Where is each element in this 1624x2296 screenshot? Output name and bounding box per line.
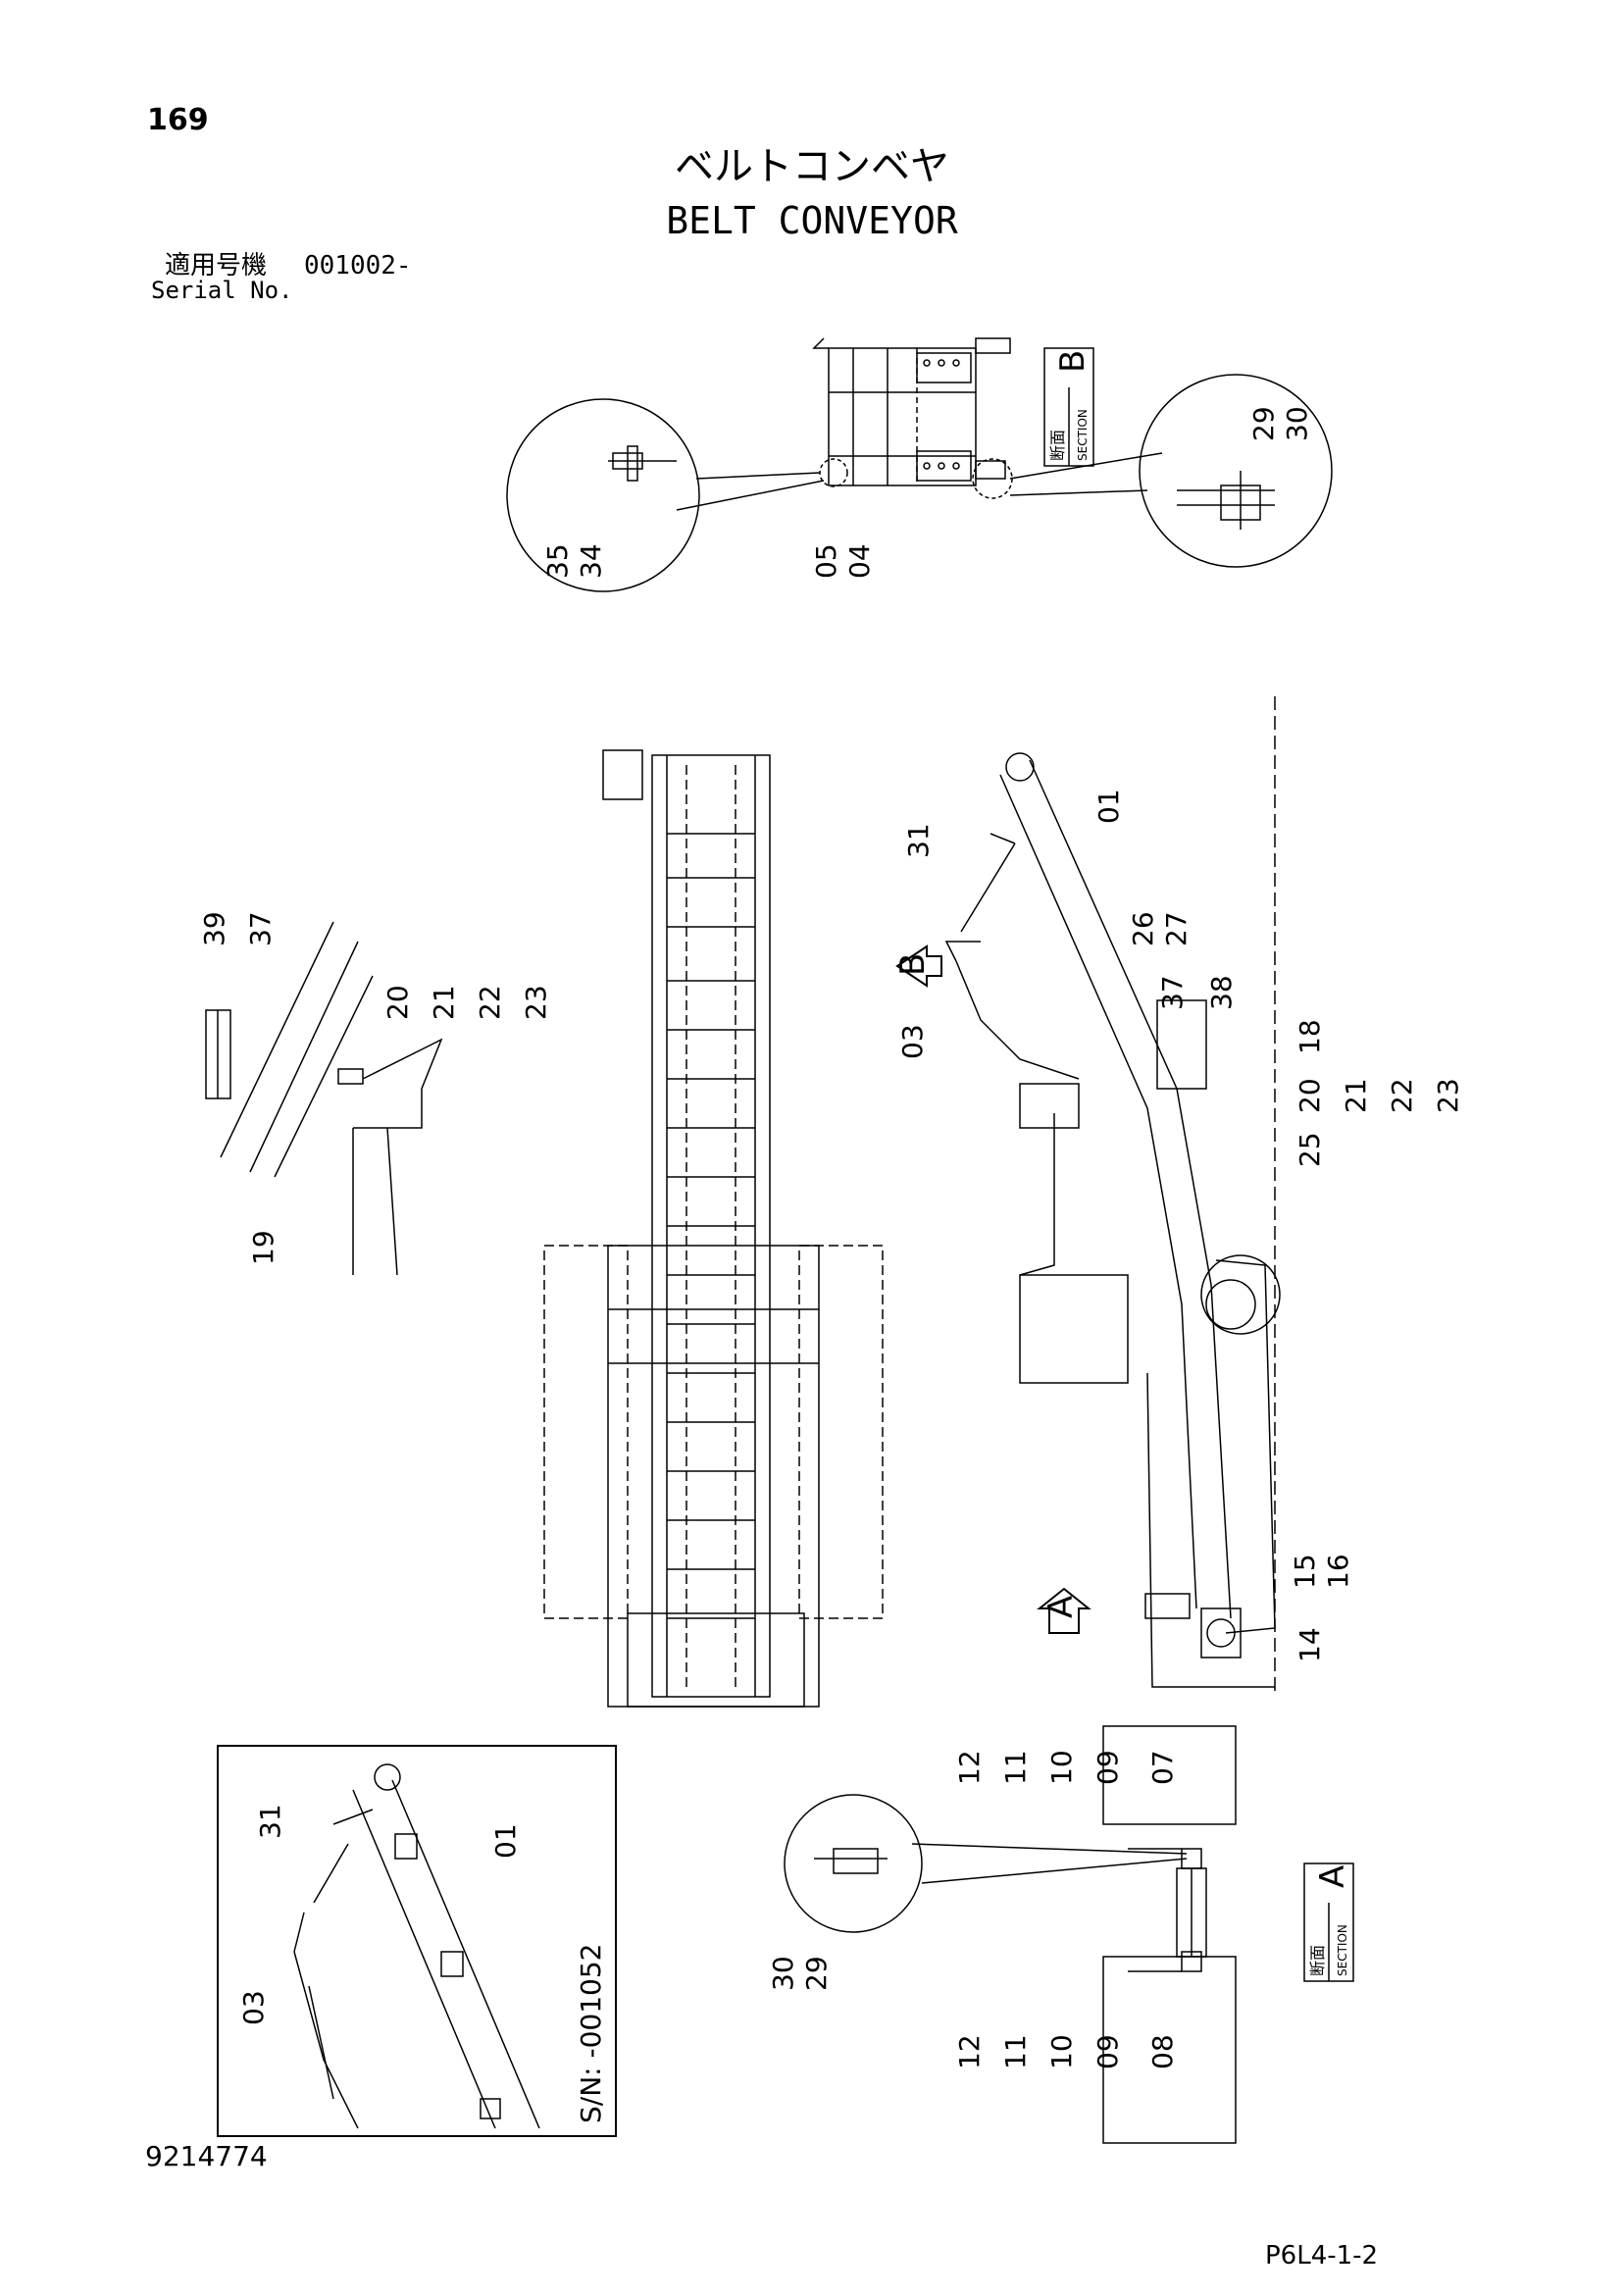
callout-20-detail: 20 (381, 985, 414, 1020)
page-number: 169 (147, 103, 209, 137)
callout-26: 26 (1127, 911, 1159, 946)
callout-22: 22 (1386, 1078, 1418, 1113)
callout-16: 16 (1322, 1554, 1354, 1589)
callout-21: 21 (1340, 1078, 1372, 1113)
view-arrow-a (1037, 1587, 1091, 1634)
callout-21-detail: 21 (428, 985, 460, 1020)
section-b-view (506, 337, 1333, 592)
callout-39: 39 (198, 911, 230, 946)
document-number: 9214774 (145, 2140, 268, 2172)
callout-23: 23 (1432, 1078, 1464, 1113)
section-a-view (784, 1725, 1354, 2144)
page-title-japanese: ベルトコンベヤ (675, 144, 949, 189)
callout-23-detail: 23 (520, 985, 552, 1020)
callout-12-top: 12 (953, 1750, 986, 1785)
serial-label-japanese: 適用号機 (165, 251, 268, 281)
conveyor-side-view (944, 696, 1281, 1697)
callout-38: 38 (1205, 975, 1238, 1010)
callout-22-detail: 22 (474, 985, 506, 1020)
section-b-label-jp: 断面 (1048, 430, 1067, 461)
callout-03-inset: 03 (237, 1990, 270, 2025)
callout-10-bottom: 10 (1045, 2034, 1078, 2069)
callout-25: 25 (1294, 1132, 1326, 1167)
callout-31-inset: 31 (254, 1804, 286, 1839)
callout-01: 01 (1092, 789, 1125, 824)
section-b-label-en: SECTION (1076, 409, 1090, 461)
callout-34: 34 (575, 543, 607, 579)
callout-10-top: 10 (1045, 1750, 1078, 1785)
callout-30: 30 (1281, 406, 1313, 441)
page-title-english: BELT CONVEYOR (666, 199, 958, 242)
callout-18: 18 (1294, 1019, 1326, 1054)
section-a-label-en: SECTION (1336, 1924, 1349, 1976)
callout-37: 37 (1156, 975, 1189, 1010)
section-a-label-jp: 断面 (1308, 1945, 1327, 1976)
callout-11-top: 11 (999, 1750, 1032, 1785)
callout-35: 35 (541, 543, 574, 579)
serial-number-value: 001002- (304, 251, 412, 281)
section-a-letter: A (1313, 1865, 1352, 1888)
serial-label-english: Serial No. (151, 277, 293, 304)
callout-12-bottom: 12 (953, 2034, 986, 2069)
callout-09-bottom: 09 (1091, 2034, 1124, 2069)
conveyor-top-view (543, 749, 884, 1708)
callout-15: 15 (1289, 1554, 1321, 1589)
callout-03: 03 (896, 1024, 929, 1059)
arrow-a-letter: A (1041, 1596, 1081, 1618)
inset-serial-note: S/N: -001052 (575, 1944, 607, 2123)
left-detail-view (205, 921, 443, 1276)
callout-27: 27 (1160, 911, 1193, 946)
callout-31: 31 (902, 823, 935, 858)
callout-29-section-a: 29 (800, 1956, 833, 1991)
callout-07: 07 (1146, 1750, 1179, 1785)
callout-11-bottom: 11 (999, 2034, 1032, 2069)
page-reference: P6L4-1-2 (1265, 2241, 1379, 2270)
callout-04: 04 (843, 543, 876, 579)
callout-30-section-a: 30 (767, 1956, 799, 1991)
callout-09-top: 09 (1091, 1750, 1124, 1785)
callout-19: 19 (247, 1230, 279, 1265)
view-arrow-b (895, 944, 942, 988)
callout-labels: 35 34 05 04 29 30 01 31 26 27 37 38 03 1… (198, 406, 1464, 2123)
callout-08: 08 (1146, 2034, 1179, 2069)
callout-20: 20 (1294, 1078, 1326, 1113)
callout-05: 05 (810, 543, 842, 579)
arrow-b-letter: B (893, 953, 933, 976)
inset-detail-box (217, 1745, 617, 2137)
callout-01-inset: 01 (489, 1823, 522, 1859)
callout-29: 29 (1247, 406, 1280, 441)
section-b-letter: B (1053, 350, 1092, 373)
callout-37-detail: 37 (244, 911, 277, 946)
callout-14: 14 (1294, 1627, 1326, 1662)
